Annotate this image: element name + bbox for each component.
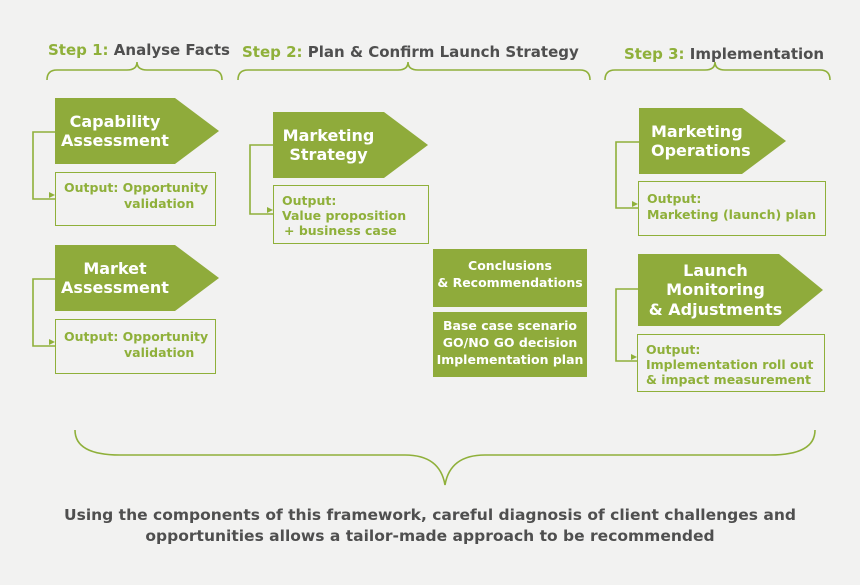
scenario-line3: Implementation plan <box>436 351 584 367</box>
marketing-operations-line2: Operations <box>651 141 751 160</box>
market-line2: Assessment <box>61 278 169 297</box>
bottom-brace <box>74 429 816 486</box>
marketing-operations-output-line1: Output: <box>647 191 702 206</box>
marketing-strategy-line1: Marketing <box>282 125 375 145</box>
footer-line1: Using the components of this framework, … <box>64 506 796 524</box>
step3-header: Step 3: Implementation <box>624 45 824 63</box>
step3-brace <box>604 61 831 81</box>
launch-monitoring-line2: & Adjustments <box>648 299 783 319</box>
market-output-line2: validation <box>124 344 195 360</box>
conclusions-line2: & Recommendations <box>437 274 583 290</box>
market-output-line1: Output: Opportunity <box>64 329 209 344</box>
step2-header: Step 2: Plan & Confirm Launch Strategy <box>242 43 579 61</box>
marketing-strategy-output-line3: + business case <box>284 222 397 238</box>
capability-line1: Capability <box>69 111 161 131</box>
marketing-strategy-output-line2: Value proposition <box>282 207 407 223</box>
marketing-operations-arrow: Marketing Operations <box>639 108 786 174</box>
conclusions-box: Conclusions & Recommendations <box>433 249 587 307</box>
step1-number: Step 1: <box>48 41 109 59</box>
capability-line2: Assessment <box>61 131 169 150</box>
launch-monitoring-output-line1: Output: <box>646 342 701 357</box>
step1-brace <box>46 61 223 81</box>
step1-header: Step 1: Analyse Facts <box>48 41 230 59</box>
capability-output-line2: validation <box>124 195 195 211</box>
scenario-line2: GO/NO GO decision <box>442 334 578 350</box>
launch-monitoring-output-box: Output: Implementation roll out & impact… <box>637 334 825 392</box>
marketing-strategy-line2: Strategy <box>289 145 368 164</box>
launch-monitoring-output-line3: & impact measurement <box>646 371 811 387</box>
launch-monitoring-output-line2: Implementation roll out <box>646 356 814 372</box>
step1-title: Analyse Facts <box>113 41 230 59</box>
scenario-box: Base case scenario GO/NO GO decision Imp… <box>433 312 587 377</box>
capability-output-line1: Output: Opportunity <box>64 180 209 195</box>
marketing-operations-output-line2: Marketing (launch) plan <box>647 206 817 222</box>
capability-output-box: Output: Opportunity validation <box>55 172 216 226</box>
marketing-operations-output-box: Output: Marketing (launch) plan <box>638 181 826 236</box>
footer-text: Using the components of this framework, … <box>0 505 860 547</box>
market-line1: Market <box>83 258 147 278</box>
step2-brace <box>237 61 591 81</box>
marketing-strategy-output-line1: Output: <box>282 193 337 208</box>
step3-number: Step 3: <box>624 45 685 63</box>
market-output-box: Output: Opportunity validation <box>55 319 216 374</box>
scenario-line1: Base case scenario <box>442 318 578 333</box>
launch-monitoring-line1: Launch Monitoring <box>666 261 765 300</box>
marketing-operations-line1: Marketing <box>651 121 743 141</box>
step2-title: Plan & Confirm Launch Strategy <box>307 43 579 61</box>
footer-line2: opportunities allows a tailor-made appro… <box>145 526 715 545</box>
marketing-strategy-output-box: Output: Value proposition + business cas… <box>273 185 429 244</box>
step2-number: Step 2: <box>242 43 303 61</box>
conclusions-line1: Conclusions <box>468 258 552 273</box>
step3-title: Implementation <box>689 45 825 63</box>
launch-monitoring-arrow: Launch Monitoring & Adjustments <box>638 254 823 326</box>
